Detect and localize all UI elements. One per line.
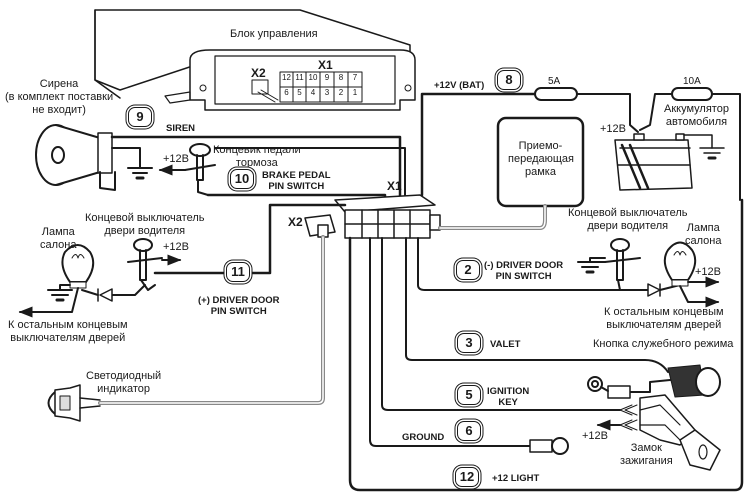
lamp-right-icon bbox=[663, 241, 697, 287]
wire-badge-9: 9 bbox=[128, 107, 152, 127]
wire-badge-2: 2 bbox=[456, 260, 480, 280]
wire-label-ground: GROUND bbox=[402, 432, 445, 443]
wire-label-ignition: IGNITION KEY bbox=[487, 386, 530, 408]
wire-label-siren: SIREN bbox=[166, 123, 196, 134]
ground-icon-siren bbox=[127, 167, 153, 180]
diode-left bbox=[97, 288, 113, 302]
transceiver-frame bbox=[438, 116, 585, 230]
brake-switch-icon bbox=[184, 143, 216, 196]
door-switch-right-label: Концевой выключатель двери водителя bbox=[568, 207, 688, 232]
battery-label: Аккумулятор автомобиля bbox=[664, 103, 729, 128]
door-switch-right-icon bbox=[589, 238, 641, 291]
fuse-10a bbox=[671, 87, 713, 101]
ignition-lock-label: Замок зажигания bbox=[620, 442, 673, 467]
lamp-right-label: Лампа салона bbox=[685, 222, 722, 247]
led-indicator-icon bbox=[47, 384, 101, 422]
ignition-lock-icon bbox=[619, 394, 721, 471]
x1-harness-connector bbox=[334, 194, 441, 239]
fuse-10a-label: 10A bbox=[683, 76, 701, 87]
x1-pins-top: 12 11 10 9 8 7 bbox=[282, 73, 358, 82]
x2-label-unit: X2 bbox=[251, 66, 266, 80]
plus12-ignition: +12В bbox=[582, 430, 608, 442]
fuse-5a bbox=[534, 87, 578, 101]
plus12-door-left: +12В bbox=[163, 241, 189, 253]
battery-plus-label: +12В bbox=[600, 123, 626, 135]
plus12-lamp-right: +12В bbox=[695, 266, 721, 278]
transceiver-label: Приемо- передающая рамка bbox=[508, 140, 574, 178]
wire-label-light: +12 LIGHT bbox=[492, 473, 540, 484]
battery-icon bbox=[614, 133, 725, 191]
siren-icon bbox=[35, 124, 116, 191]
wire-badge-11: 11 bbox=[226, 262, 250, 282]
wire-label-door-plus: (+) DRIVER DOOR PIN SWITCH bbox=[198, 295, 280, 317]
x1-pins-bottom: 6 5 4 3 2 1 bbox=[284, 88, 358, 97]
wire-badge-6: 6 bbox=[457, 421, 481, 441]
wire-badge-3: 3 bbox=[457, 333, 481, 353]
x1-label-harness: X1 bbox=[387, 179, 402, 193]
led-indicator-label: Светодиодный индикатор bbox=[86, 370, 162, 395]
wire-badge-5: 5 bbox=[457, 385, 481, 405]
plus12-brake: +12В bbox=[163, 153, 189, 165]
valet-button-icon bbox=[587, 364, 721, 399]
control-unit bbox=[94, 9, 416, 111]
wire-badge-8: 8 bbox=[497, 70, 521, 90]
control-unit-title: Блок управления bbox=[230, 28, 318, 40]
ground-icon-lamp-left bbox=[47, 284, 73, 302]
ground-ring-terminal bbox=[551, 437, 569, 455]
wire-label-valet: VALET bbox=[490, 339, 521, 350]
lamp-left-label: Лампа салона bbox=[40, 226, 77, 251]
wire-label-bat: +12V (BAT) bbox=[434, 80, 485, 91]
wire-label-brake: BRAKE PEDAL PIN SWITCH bbox=[262, 170, 331, 192]
diode-right bbox=[647, 283, 661, 297]
wire-badge-10: 10 bbox=[230, 169, 254, 189]
wire-label-door-minus: (-) DRIVER DOOR PIN SWITCH bbox=[484, 260, 564, 282]
siren-label: Сирена (в комплект поставки не входит) bbox=[5, 78, 114, 116]
x1-label-unit: X1 bbox=[318, 58, 333, 72]
ground-icon-door-right bbox=[577, 257, 606, 274]
wire-badge-12: 12 bbox=[455, 467, 479, 487]
valet-button-label: Кнопка служебного режима bbox=[593, 338, 734, 350]
x2-label-harness: X2 bbox=[288, 215, 303, 229]
other-switches-left-label: К остальным концевым выключателям дверей bbox=[8, 319, 128, 344]
brake-switch-label: Концевик педали тормоза bbox=[213, 144, 301, 169]
door-switch-left-label: Концевой выключатель двери водителя bbox=[85, 212, 205, 237]
lamp-left-icon bbox=[61, 244, 95, 289]
fuse-5a-label: 5A bbox=[548, 76, 561, 87]
door-switch-left-icon bbox=[127, 238, 163, 291]
other-switches-right-label: К остальным концевым выключателям дверей bbox=[604, 306, 724, 331]
x2-harness-connector bbox=[304, 214, 336, 238]
